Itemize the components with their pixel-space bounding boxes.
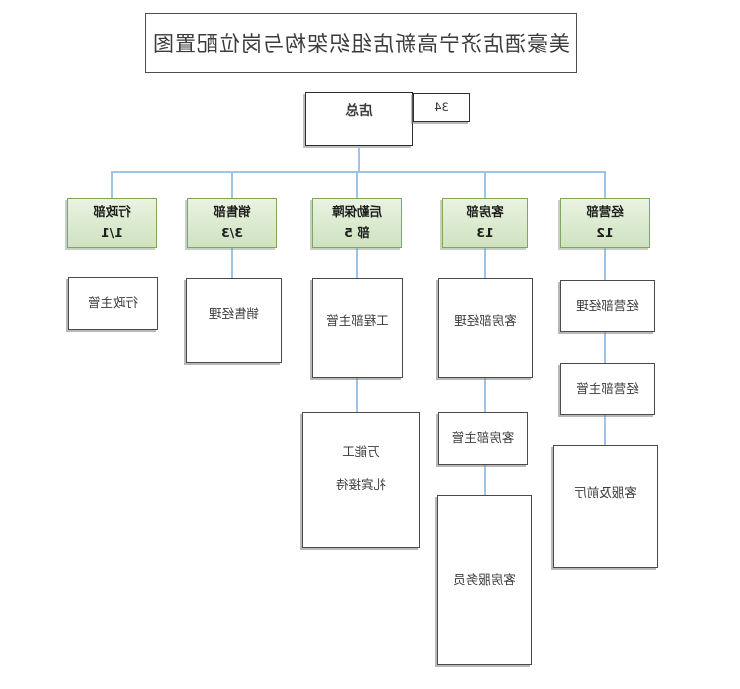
node-wannenggong-label: 万能工 bbox=[342, 444, 380, 460]
node-kefang-attendant-label: 客房服务员 bbox=[453, 571, 516, 587]
chart-title-box: 美豪酒店济宁高新店组织架构与岗位配置图 bbox=[145, 13, 577, 73]
node-kefu-qianting-label: 客服及前厅 bbox=[574, 485, 637, 501]
connector-drop-dept3 bbox=[356, 171, 358, 198]
connector-drop-dept4 bbox=[231, 171, 233, 198]
connector-kf-2 bbox=[484, 378, 486, 412]
node-libin-jiedai-label: 礼宾接待 bbox=[336, 477, 387, 492]
dept-kefang-count: 13 bbox=[476, 225, 494, 240]
connector-drop-dept1 bbox=[604, 171, 606, 198]
node-kefang-manager: 客房部经理 bbox=[438, 278, 533, 378]
node-gongcheng-supervisor: 工程部主管 bbox=[312, 278, 403, 378]
dept-jingying-label: 经营部 bbox=[586, 204, 624, 220]
dept-node-jingying: 经营部 12 bbox=[560, 198, 650, 248]
node-jingying-supervisor-label: 经营部主管 bbox=[576, 380, 639, 396]
connector-jy-3 bbox=[604, 415, 606, 445]
dept-xiaoshou-count: 3/3 bbox=[221, 225, 243, 240]
connector-hq-1 bbox=[356, 248, 358, 278]
dept-houqin-label: 后勤保障 bbox=[332, 204, 383, 220]
root-node-label: 店总 bbox=[345, 103, 373, 119]
dept-kefang-label: 客房部 bbox=[466, 204, 504, 220]
dept-node-kefang: 客房部 13 bbox=[442, 198, 528, 248]
dept-xiaoshou-label: 销售部 bbox=[213, 204, 251, 220]
connector-horizontal-bar bbox=[111, 171, 606, 173]
node-xingzheng-supervisor-label: 行政主管 bbox=[88, 295, 139, 311]
node-wannenggong-libin: 万能工 礼宾接待 bbox=[302, 412, 420, 548]
dept-node-xiaoshou: 销售部 3/3 bbox=[187, 198, 277, 248]
connector-hq-2 bbox=[356, 378, 358, 412]
dept-node-houqinbaozhang: 后勤保障 部 5 bbox=[312, 198, 402, 248]
connector-root-riser bbox=[358, 146, 360, 172]
connector-xs-1 bbox=[231, 248, 233, 278]
root-node: 店总 bbox=[305, 92, 413, 146]
node-xingzheng-supervisor: 行政主管 bbox=[68, 277, 158, 330]
connector-jy-1 bbox=[604, 248, 606, 280]
node-xiaoshou-manager-label: 销售经理 bbox=[209, 306, 260, 322]
total-headcount-box: 34 bbox=[413, 93, 470, 122]
dept-jingying-count: 12 bbox=[596, 225, 614, 240]
node-kefang-manager-label: 客房部经理 bbox=[454, 312, 517, 328]
dept-xingzheng-count: 1/1 bbox=[101, 225, 123, 240]
chart-title: 美豪酒店济宁高新店组织架构与岗位配置图 bbox=[152, 32, 570, 56]
dept-node-xingzheng: 行政部 1/1 bbox=[67, 198, 157, 248]
node-kefang-attendant: 客房服务员 bbox=[437, 495, 532, 665]
connector-kf-3 bbox=[484, 465, 486, 495]
connector-drop-dept2 bbox=[484, 171, 486, 198]
node-kefu-qianting: 客服及前厅 bbox=[553, 445, 658, 568]
node-kefang-supervisor: 客房部主管 bbox=[438, 412, 528, 465]
dept-xingzheng-label: 行政部 bbox=[93, 204, 131, 220]
node-jingying-manager: 经营部经理 bbox=[560, 280, 655, 332]
dept-houqin-count: 部 5 bbox=[344, 225, 370, 240]
node-jingying-manager-label: 经营部经理 bbox=[576, 297, 639, 313]
node-kefang-supervisor-label: 客房部主管 bbox=[451, 430, 515, 446]
connector-kf-1 bbox=[484, 248, 486, 278]
connector-drop-dept5 bbox=[111, 171, 113, 198]
total-headcount: 34 bbox=[434, 99, 449, 114]
connector-jy-2 bbox=[604, 332, 606, 363]
node-jingying-supervisor: 经营部主管 bbox=[560, 363, 655, 415]
node-xiaoshou-manager: 销售经理 bbox=[186, 278, 282, 363]
node-gongcheng-supervisor-label: 工程部主管 bbox=[326, 312, 389, 328]
